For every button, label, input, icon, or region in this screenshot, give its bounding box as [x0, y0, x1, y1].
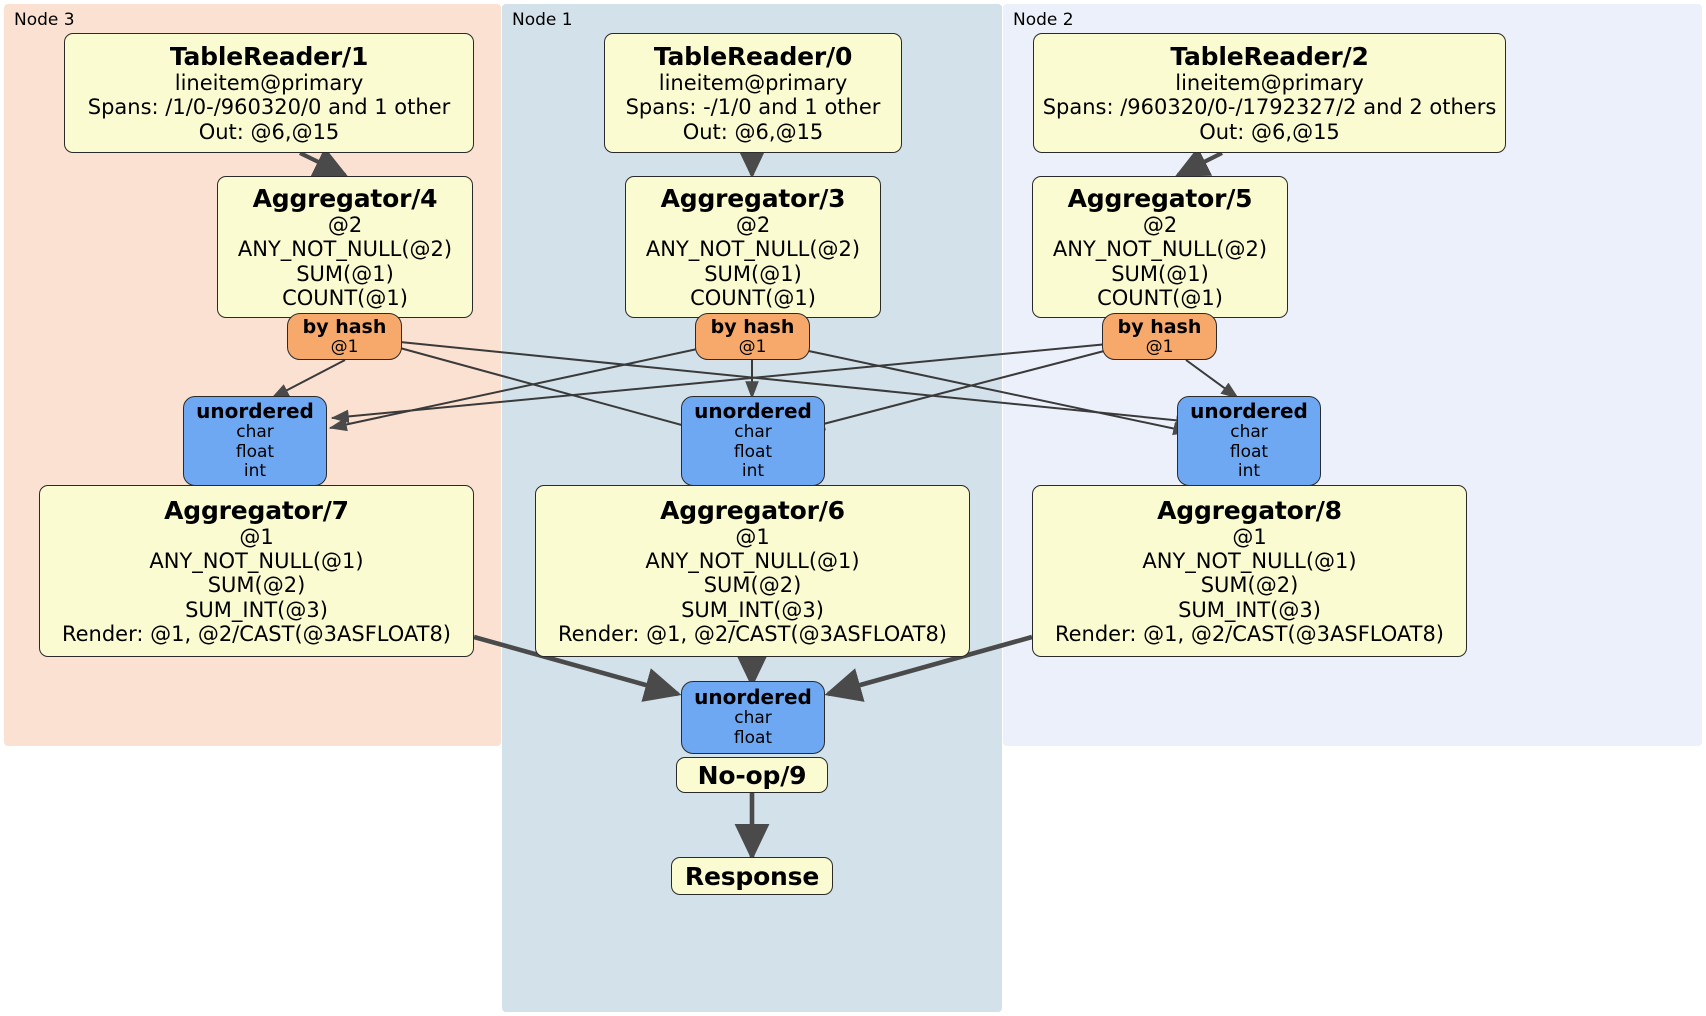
node-tablereader1-title: TableReader/1 [169, 41, 369, 71]
router-by-hash-right[interactable]: by hash @1 [1102, 313, 1217, 360]
sync-unordered-left-line-1: float [235, 441, 275, 462]
node-aggregator3-line-2: SUM(@1) [704, 261, 802, 286]
sync-unordered-right-line-2: int [1237, 461, 1261, 482]
sync-unordered-center-line-2: int [741, 461, 765, 482]
router-by-hash-left[interactable]: by hash @1 [287, 313, 402, 360]
node-tablereader0-line-0: lineitem@primary [658, 70, 848, 95]
node-aggregator4-line-3: COUNT(@1) [282, 285, 408, 310]
sync-unordered-final-title: unordered [694, 685, 812, 710]
node-aggregator6-line-3: SUM_INT(@3) [681, 597, 824, 622]
node-aggregator4[interactable]: Aggregator/4 @2 ANY_NOT_NULL(@2) SUM(@1)… [217, 176, 473, 318]
node-aggregator8[interactable]: Aggregator/8 @1 ANY_NOT_NULL(@1) SUM(@2)… [1032, 485, 1467, 657]
node-aggregator7[interactable]: Aggregator/7 @1 ANY_NOT_NULL(@1) SUM(@2)… [39, 485, 474, 657]
node-aggregator5-line-0: @2 [1142, 212, 1178, 237]
node-tablereader2-line-0: lineitem@primary [1175, 70, 1364, 95]
node-aggregator6-line-1: ANY_NOT_NULL(@1) [645, 548, 860, 573]
node-aggregator7-line-3: SUM_INT(@3) [185, 597, 328, 622]
node-aggregator5[interactable]: Aggregator/5 @2 ANY_NOT_NULL(@2) SUM(@1)… [1032, 176, 1288, 318]
sync-unordered-center[interactable]: unordered char float int [681, 396, 825, 486]
node-aggregator6[interactable]: Aggregator/6 @1 ANY_NOT_NULL(@1) SUM(@2)… [535, 485, 970, 657]
node-aggregator4-line-2: SUM(@1) [296, 261, 394, 286]
node-tablereader0[interactable]: TableReader/0 lineitem@primary Spans: -/… [604, 33, 902, 153]
node-tablereader0-line-2: Out: @6,@15 [682, 119, 824, 144]
node-tablereader0-title: TableReader/0 [653, 41, 853, 71]
node-tablereader2-line-2: Out: @6,@15 [1199, 119, 1340, 144]
node-aggregator6-line-4: Render: @1, @2/CAST(@3ASFLOAT8) [557, 622, 948, 647]
node-aggregator5-line-1: ANY_NOT_NULL(@2) [1052, 237, 1268, 262]
sync-unordered-center-line-0: char [734, 422, 772, 443]
node-response-title: Response [684, 861, 820, 891]
sync-unordered-final[interactable]: unordered char float [681, 681, 825, 754]
node-aggregator7-title: Aggregator/7 [164, 495, 349, 525]
sync-unordered-final-line-0: char [734, 708, 772, 729]
node-aggregator3-line-1: ANY_NOT_NULL(@2) [645, 237, 861, 262]
node-aggregator8-line-2: SUM(@2) [1200, 573, 1299, 598]
node-aggregator5-line-3: COUNT(@1) [1097, 285, 1223, 310]
node-noop9-title: No-op/9 [697, 760, 807, 790]
node-aggregator5-line-2: SUM(@1) [1111, 261, 1209, 286]
panel-node2-label: Node 2 [1013, 10, 1074, 30]
sync-unordered-final-line-1: float [733, 728, 773, 749]
node-tablereader2-title: TableReader/2 [1170, 41, 1369, 71]
node-aggregator4-title: Aggregator/4 [252, 183, 438, 213]
router-by-hash-center-line-0: @1 [738, 336, 767, 357]
node-aggregator3-line-3: COUNT(@1) [690, 285, 816, 310]
node-response[interactable]: Response [671, 857, 833, 895]
node-aggregator4-line-0: @2 [327, 212, 363, 237]
node-tablereader1-line-0: lineitem@primary [174, 70, 364, 95]
node-noop9[interactable]: No-op/9 [676, 757, 828, 793]
node-aggregator7-line-2: SUM(@2) [207, 573, 306, 598]
sync-unordered-left[interactable]: unordered char float int [183, 396, 327, 486]
node-aggregator4-line-1: ANY_NOT_NULL(@2) [237, 237, 453, 262]
node-tablereader1[interactable]: TableReader/1 lineitem@primary Spans: /1… [64, 33, 474, 153]
router-by-hash-center-title: by hash [710, 315, 795, 338]
node-tablereader0-line-1: Spans: -/1/0 and 1 other [625, 95, 881, 120]
sync-unordered-center-line-1: float [733, 441, 773, 462]
sync-unordered-left-line-2: int [243, 461, 267, 482]
node-aggregator8-title: Aggregator/8 [1157, 495, 1342, 525]
node-tablereader2[interactable]: TableReader/2 lineitem@primary Spans: /9… [1033, 33, 1506, 153]
sync-unordered-center-title: unordered [694, 398, 812, 423]
router-by-hash-left-title: by hash [302, 315, 387, 338]
node-aggregator7-line-4: Render: @1, @2/CAST(@3ASFLOAT8) [61, 622, 452, 647]
node-aggregator8-line-4: Render: @1, @2/CAST(@3ASFLOAT8) [1054, 622, 1445, 647]
node-aggregator3-title: Aggregator/3 [660, 183, 846, 213]
router-by-hash-right-line-0: @1 [1145, 336, 1174, 357]
node-tablereader1-line-2: Out: @6,@15 [198, 119, 340, 144]
node-aggregator3[interactable]: Aggregator/3 @2 ANY_NOT_NULL(@2) SUM(@1)… [625, 176, 881, 318]
sync-unordered-left-title: unordered [196, 398, 314, 423]
node-aggregator8-line-0: @1 [1232, 524, 1267, 549]
router-by-hash-center[interactable]: by hash @1 [695, 313, 810, 360]
node-tablereader1-line-1: Spans: /1/0-/960320/0 and 1 other [87, 95, 451, 120]
sync-unordered-left-line-0: char [236, 422, 274, 443]
node-aggregator8-line-3: SUM_INT(@3) [1178, 597, 1321, 622]
panel-node1-label: Node 1 [512, 10, 573, 30]
node-aggregator3-line-0: @2 [735, 212, 771, 237]
node-aggregator6-line-2: SUM(@2) [703, 573, 802, 598]
sync-unordered-right[interactable]: unordered char float int [1177, 396, 1321, 486]
node-aggregator6-line-0: @1 [735, 524, 770, 549]
node-aggregator7-line-0: @1 [239, 524, 274, 549]
sync-unordered-right-title: unordered [1190, 398, 1308, 423]
node-aggregator7-line-1: ANY_NOT_NULL(@1) [149, 548, 364, 573]
router-by-hash-right-title: by hash [1117, 315, 1202, 338]
router-by-hash-left-line-0: @1 [330, 336, 359, 357]
node-aggregator8-line-1: ANY_NOT_NULL(@1) [1142, 548, 1357, 573]
node-tablereader2-line-1: Spans: /960320/0-/1792327/2 and 2 others [1042, 95, 1497, 120]
sync-unordered-right-line-1: float [1229, 441, 1269, 462]
panel-node3-label: Node 3 [14, 10, 75, 30]
node-aggregator5-title: Aggregator/5 [1067, 183, 1253, 213]
node-aggregator6-title: Aggregator/6 [660, 495, 845, 525]
sync-unordered-right-line-0: char [1230, 422, 1268, 443]
